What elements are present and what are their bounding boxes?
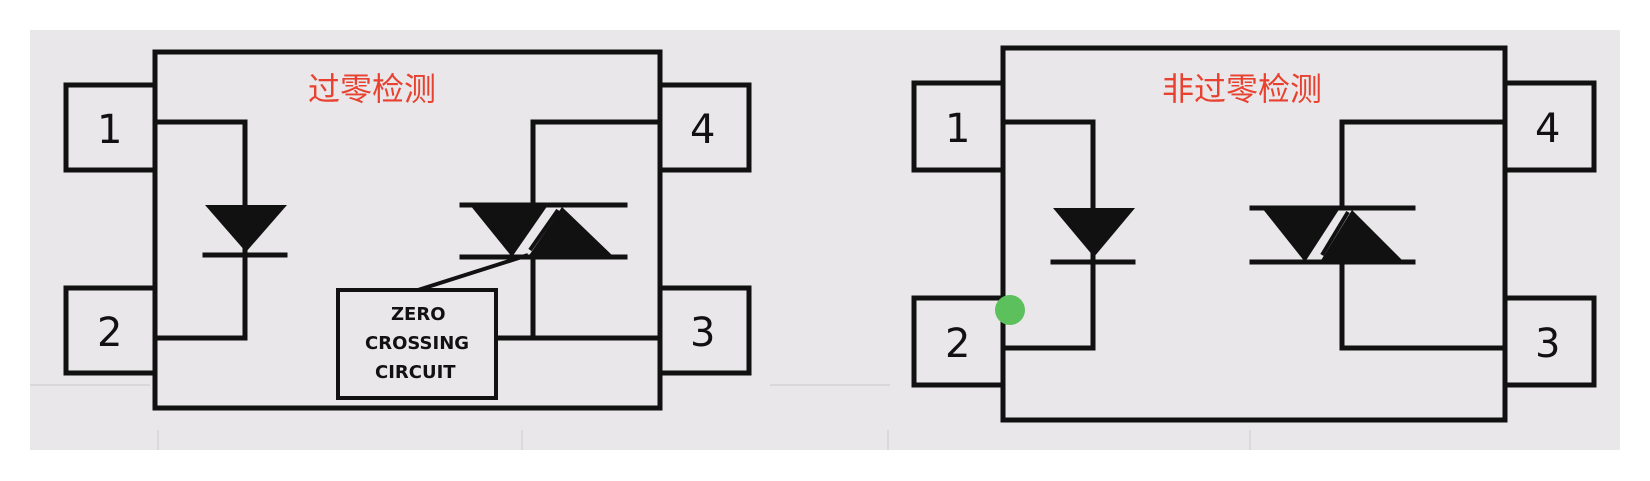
pin-label-2: 2 (945, 321, 970, 367)
zero-crossing-gate-link (417, 253, 529, 292)
zero-crossing-label: CROSSING (365, 333, 469, 354)
triac-wire-pin4 (530, 119, 663, 208)
pin-label-2: 2 (97, 310, 122, 356)
pin-2-box (63, 285, 158, 376)
package-body (1000, 45, 1508, 423)
pin-3-box (1502, 295, 1597, 388)
pin-2-box (911, 295, 1006, 388)
zero-crossing-circuit-block (336, 288, 498, 400)
triac-wire-pin3 (1339, 259, 1508, 351)
panel-title: 过零检测 (308, 70, 436, 108)
pin-4-box (1502, 80, 1597, 173)
triac-icon (1262, 208, 1340, 262)
pin-label-1: 1 (97, 107, 122, 153)
panel-non-zero-crossing: 1 2 3 4 非过零检测 (911, 45, 1597, 423)
zero-crossing-label: CIRCUIT (375, 362, 456, 383)
pin-3-box (657, 285, 752, 376)
package-body (152, 49, 663, 411)
pin-label-1: 1 (945, 106, 970, 152)
pin-label-4: 4 (690, 107, 715, 153)
triac-icon (528, 207, 614, 257)
zero-crossing-label: ZERO (391, 304, 446, 325)
pin-label-4: 4 (1535, 106, 1560, 152)
cursor-dot (995, 295, 1025, 325)
triac-icon (470, 205, 548, 257)
pin-4-box (657, 82, 752, 173)
panel-title: 非过零检测 (1162, 70, 1322, 108)
panel-zero-crossing: 1 2 3 4 过零检测 ZERO CROSSING CIRCUIT (63, 49, 752, 411)
triac-gate (528, 208, 560, 252)
pin-label-3: 3 (1535, 321, 1560, 367)
triac-gate (1320, 210, 1350, 257)
pin-1-box (63, 82, 158, 173)
led-diode-icon (205, 205, 287, 252)
pin-label-3: 3 (690, 310, 715, 356)
led-diode-icon (1053, 208, 1135, 257)
triac-icon (1320, 210, 1404, 262)
triac-wire-pin4 (1339, 119, 1508, 211)
pin-1-box (911, 80, 1006, 173)
